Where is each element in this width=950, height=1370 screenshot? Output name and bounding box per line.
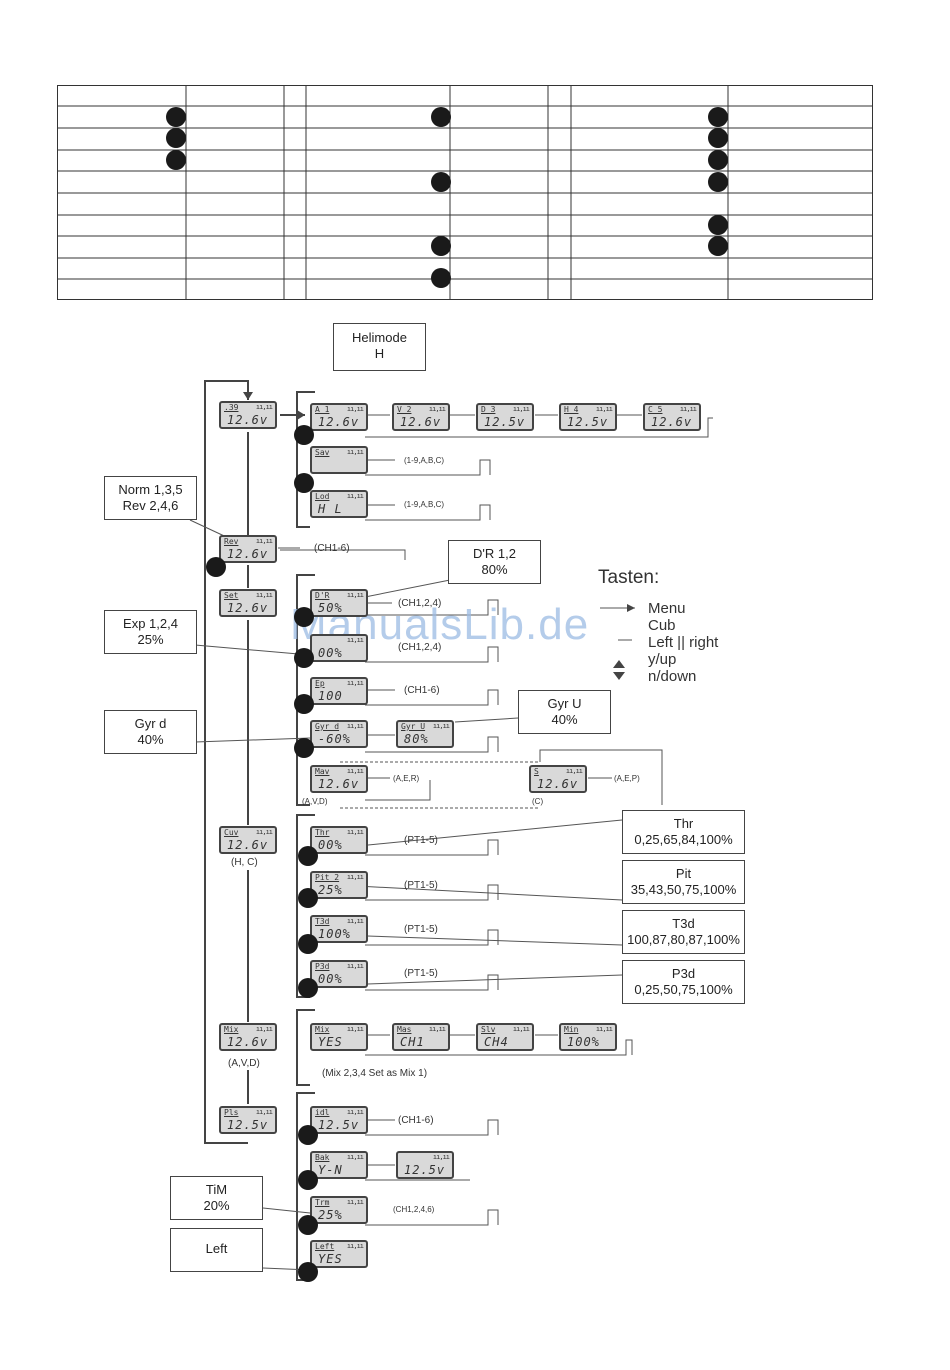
legend-down: n/down xyxy=(648,668,697,685)
button-dot xyxy=(298,1125,318,1145)
legend-cub: Cub xyxy=(648,617,676,634)
annotation: (PT1-5) xyxy=(404,835,438,846)
annotation: (1-9,A,B,C) xyxy=(404,456,445,465)
annotation: (A,E,P) xyxy=(614,774,640,783)
button-dot xyxy=(294,473,314,493)
table-dot xyxy=(708,236,728,256)
annotation: (A,E,R) xyxy=(393,774,420,783)
button-dot xyxy=(298,1215,318,1235)
table-dot xyxy=(166,150,186,170)
annotation: (C) xyxy=(532,797,544,806)
legend-title: Tasten: xyxy=(598,567,660,588)
button-dot xyxy=(294,694,314,714)
legend-menu: Menu xyxy=(648,600,686,617)
button-dot xyxy=(294,648,314,668)
table-dot xyxy=(431,236,451,256)
annotation: (CH1-6) xyxy=(404,685,440,696)
table-dot xyxy=(431,172,451,192)
annotation: (CH1,2,4) xyxy=(398,598,442,609)
table-dot xyxy=(708,107,728,127)
table-dot xyxy=(708,215,728,235)
table-dot xyxy=(431,107,451,127)
button-dot xyxy=(298,846,318,866)
button-dot xyxy=(298,1170,318,1190)
annotation: (1-9,A,B,C) xyxy=(404,500,445,509)
button-dot xyxy=(294,738,314,758)
button-dot xyxy=(298,1262,318,1282)
button-dot xyxy=(298,888,318,908)
legend-left-right: Left || right xyxy=(648,634,719,651)
button-dot xyxy=(206,557,226,577)
button-dot xyxy=(298,978,318,998)
annotation: (PT1-5) xyxy=(404,880,438,891)
annotation: (H, C) xyxy=(231,857,258,868)
annotation: (CH1,2,4) xyxy=(398,642,442,653)
annotation: (PT1-5) xyxy=(404,924,438,935)
annotation: (Mix 2,3,4 Set as Mix 1) xyxy=(322,1068,428,1079)
table-dot xyxy=(431,268,451,288)
button-dot xyxy=(294,607,314,627)
annotation: (CH1-6) xyxy=(314,543,350,554)
table-dot xyxy=(708,128,728,148)
annotation: (CH1-6) xyxy=(398,1115,434,1126)
table-dot xyxy=(708,172,728,192)
annotation: (A,V,D) xyxy=(228,1058,260,1069)
table-dot xyxy=(166,107,186,127)
callout-left: Left xyxy=(170,1228,263,1272)
table-dot xyxy=(708,150,728,170)
button-dot xyxy=(298,934,318,954)
annotation: (A,V,D) xyxy=(302,797,328,806)
table-dot xyxy=(166,128,186,148)
legend-up: y/up xyxy=(648,651,677,668)
button-dot xyxy=(294,425,314,445)
annotation: (CH1,2,4,6) xyxy=(393,1205,435,1214)
annotation: (PT1-5) xyxy=(404,968,438,979)
